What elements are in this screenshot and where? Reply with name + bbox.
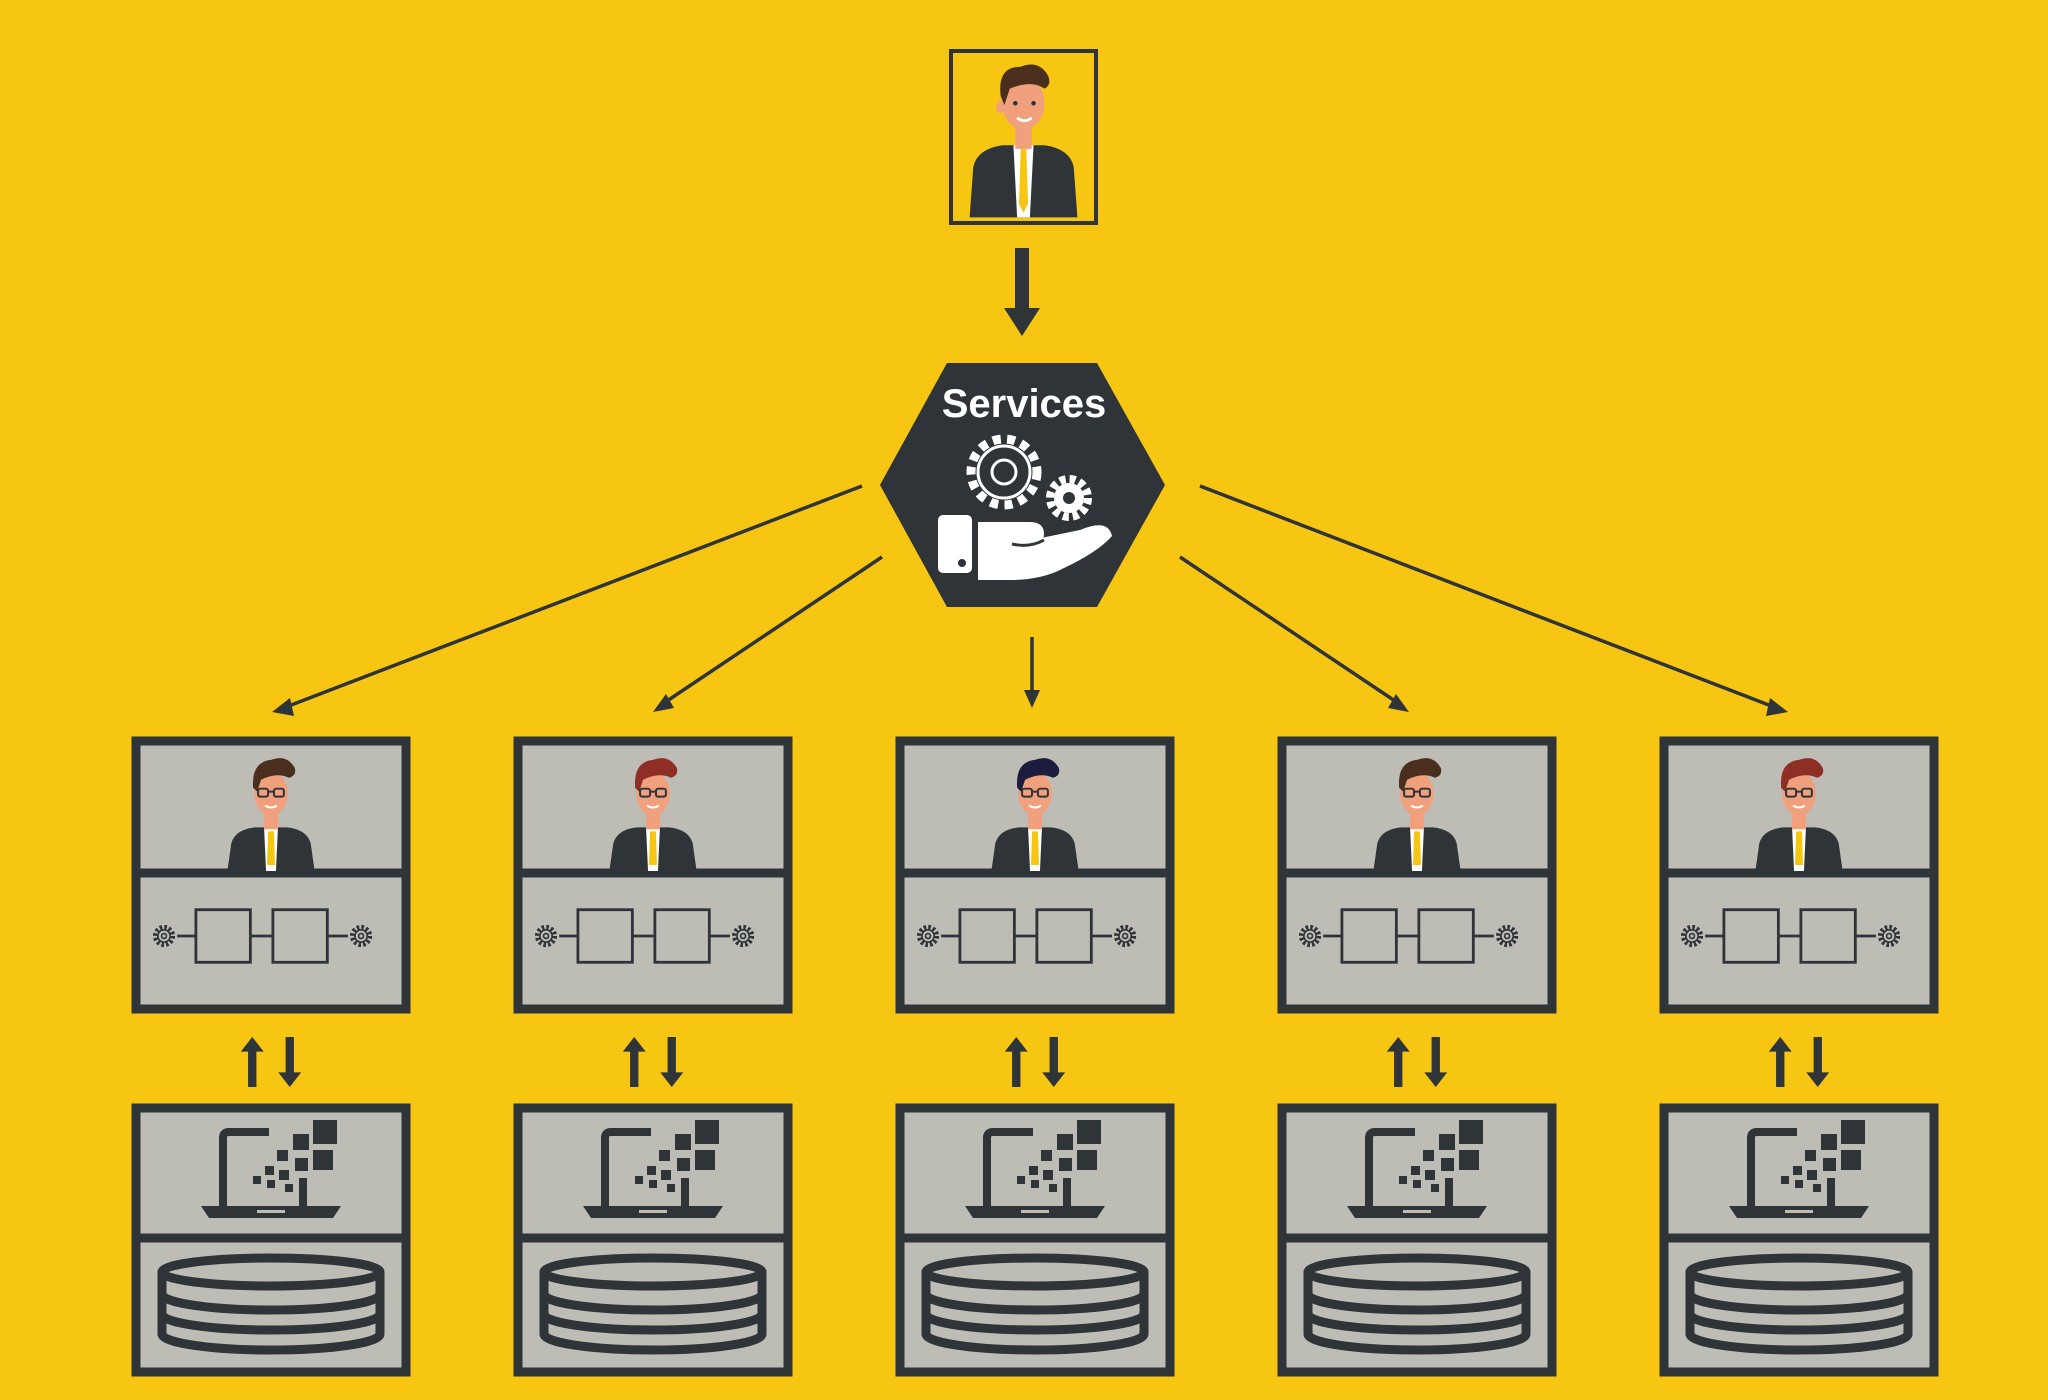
- storage-panel: [1277, 1103, 1557, 1377]
- unit-column-1: [131, 736, 411, 1377]
- bidirectional-arrows-icon: [1004, 1037, 1066, 1087]
- team-panel: [1277, 736, 1557, 1014]
- storage-panel: [895, 1103, 1175, 1377]
- team-panel: [131, 736, 411, 1014]
- hub-to-units-connectors: [272, 484, 1788, 716]
- storage-panel: [513, 1103, 793, 1377]
- services-hub: Services: [880, 363, 1165, 607]
- service-hand-gears-icon: [938, 434, 1112, 580]
- bidirectional-arrows-icon: [1768, 1037, 1830, 1087]
- team-panel: [895, 736, 1175, 1014]
- connector-unit-2: [653, 555, 883, 712]
- arrow-to-services: [1004, 248, 1040, 336]
- storage-panel: [131, 1103, 411, 1377]
- connector-unit-3: [1024, 637, 1040, 708]
- connector-unit-4: [1179, 555, 1409, 712]
- bidirectional-arrows-icon: [622, 1037, 684, 1087]
- bidirectional-arrows-icon: [1386, 1037, 1448, 1087]
- unit-columns: [131, 736, 1939, 1377]
- services-label: Services: [942, 382, 1107, 426]
- team-panel: [513, 736, 793, 1014]
- unit-column-2: [513, 736, 793, 1377]
- storage-panel: [1659, 1103, 1939, 1377]
- unit-column-5: [1659, 736, 1939, 1377]
- top-person-node: [949, 49, 1098, 225]
- bidirectional-arrows-icon: [240, 1037, 302, 1087]
- unit-column-4: [1277, 736, 1557, 1377]
- unit-column-3: [895, 736, 1175, 1377]
- connector-unit-5: [1199, 484, 1788, 716]
- connector-unit-1: [272, 484, 863, 716]
- team-panel: [1659, 736, 1939, 1014]
